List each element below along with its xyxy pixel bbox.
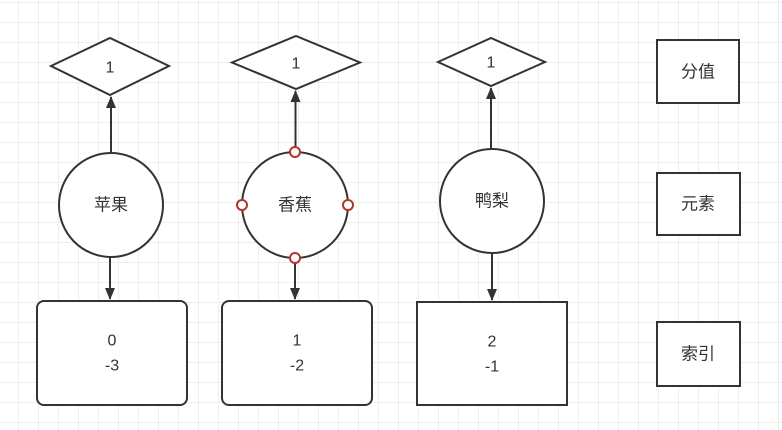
- score-diamond-label: 1: [487, 55, 496, 72]
- connection-handle-right[interactable]: [342, 199, 354, 211]
- column-apple: 1 苹果 0 -3: [36, 36, 188, 406]
- index-box[interactable]: [221, 300, 373, 406]
- legend-label-index: 索引: [681, 345, 715, 364]
- element-circle-label: 香蕉: [278, 196, 312, 215]
- index-positive-label: 0: [108, 333, 117, 350]
- legend-box-index[interactable]: [656, 321, 741, 387]
- score-diamond-label: 1: [106, 60, 115, 77]
- element-circle-label: 苹果: [94, 196, 128, 215]
- index-negative-label: -1: [485, 359, 499, 376]
- connection-handle-left[interactable]: [236, 199, 248, 211]
- legend-label-element: 元素: [681, 195, 715, 214]
- index-box[interactable]: [416, 301, 568, 406]
- score-diamond[interactable]: [48, 36, 172, 97]
- column-banana: 1 香蕉 1 -2: [221, 34, 373, 406]
- index-negative-label: -2: [290, 358, 304, 375]
- score-diamond[interactable]: [435, 36, 548, 88]
- score-diamond[interactable]: [229, 34, 363, 91]
- element-circle[interactable]: [439, 148, 545, 254]
- index-positive-label: 1: [293, 333, 302, 350]
- index-negative-label: -3: [105, 358, 119, 375]
- legend: 分值 元素 索引: [656, 39, 741, 387]
- element-circle-label: 鸭梨: [475, 192, 509, 211]
- score-diamond-label: 1: [292, 56, 301, 73]
- column-pear: 1 鸭梨 2 -1: [416, 36, 568, 406]
- connection-handle-top[interactable]: [289, 146, 301, 158]
- index-positive-label: 2: [488, 334, 497, 351]
- legend-label-score: 分值: [681, 63, 715, 82]
- legend-box-element[interactable]: [656, 172, 741, 236]
- element-circle[interactable]: [58, 152, 164, 258]
- legend-box-score[interactable]: [656, 39, 740, 104]
- connection-handle-bottom[interactable]: [289, 252, 301, 264]
- index-box[interactable]: [36, 300, 188, 406]
